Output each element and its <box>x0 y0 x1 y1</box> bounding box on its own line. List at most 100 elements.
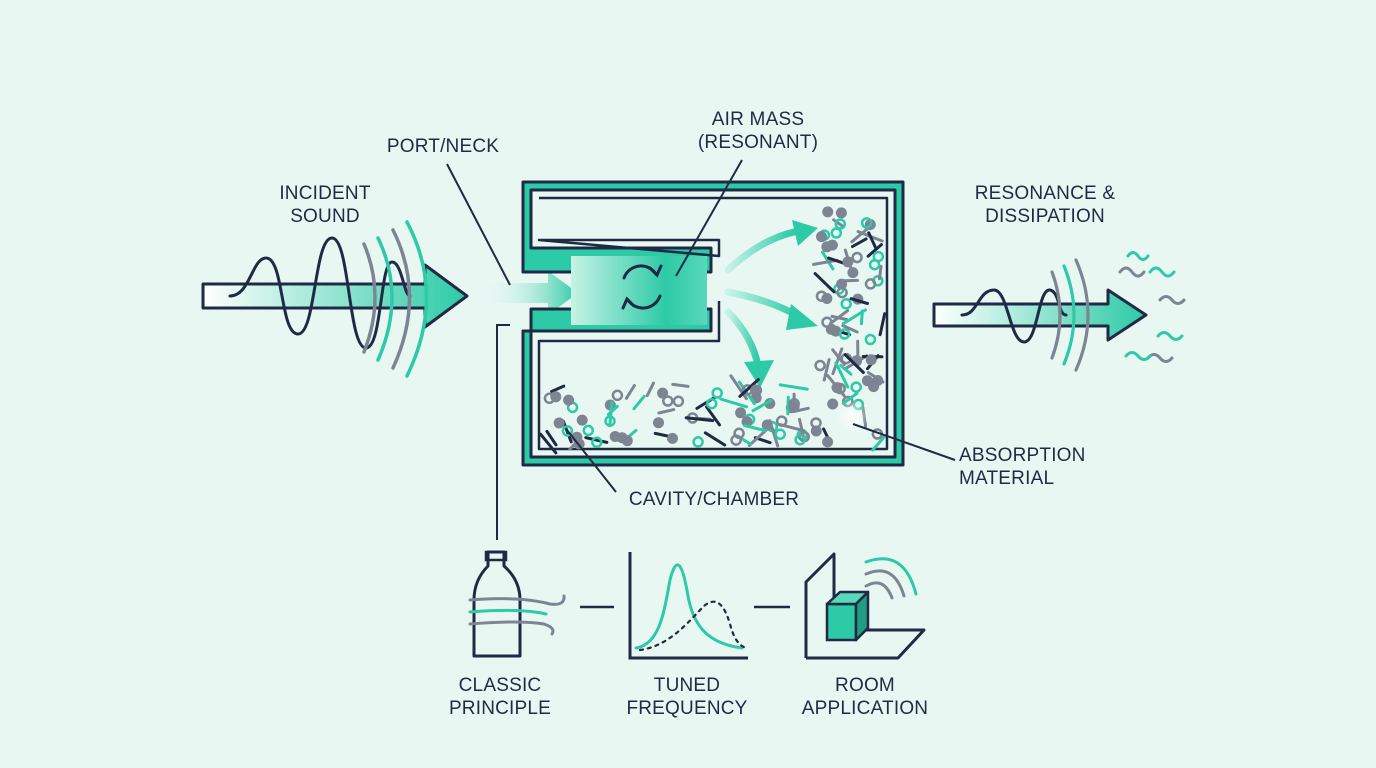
fiber-particle <box>836 278 848 290</box>
fiber-particle <box>840 298 852 310</box>
fiber-particle <box>584 436 609 444</box>
absorption-fibers <box>539 206 887 455</box>
fiber-particle <box>827 398 839 410</box>
fiber-particle <box>774 428 786 440</box>
fiber-particle <box>543 392 556 405</box>
fiber-particle <box>692 436 704 448</box>
fiber-particle <box>788 401 800 413</box>
absorption-label-line1: ABSORPTION <box>959 445 1086 466</box>
resonance-curve-icon <box>628 552 748 660</box>
output-arc-2 <box>1062 264 1076 366</box>
fiber-particle <box>834 361 850 389</box>
fiber-particle <box>834 218 847 230</box>
fiber-particle <box>738 380 756 406</box>
fiber-particle <box>850 381 862 393</box>
room-label-line2: APPLICATION <box>802 698 928 719</box>
fiber-particle <box>821 241 833 253</box>
fiber-particle <box>705 405 721 427</box>
fiber-particle <box>645 381 655 398</box>
fiber-particle <box>711 387 723 399</box>
room-corner-icon <box>804 552 926 660</box>
fiber-particle <box>616 432 628 444</box>
fiber-particle <box>545 429 558 447</box>
fiber-particle <box>838 328 851 340</box>
resonance-label-line1: RESONANCE & <box>975 183 1116 204</box>
fiber-particle <box>653 417 664 429</box>
incident-arc-3 <box>391 228 412 370</box>
incident-label-line2: SOUND <box>290 206 360 227</box>
tuned-label-line1: TUNED <box>654 675 720 696</box>
port-neck-leader-line <box>446 163 511 286</box>
fiber-particle <box>733 427 745 440</box>
fiber-particle <box>751 399 773 413</box>
absorption-leader-line <box>852 423 956 461</box>
fiber-particle <box>831 382 843 394</box>
fiber-particle <box>743 424 768 433</box>
cavity-leader-line <box>566 429 617 493</box>
air-mass-label-line2: (RESONANT) <box>698 132 818 153</box>
output-arrow <box>932 288 1148 342</box>
fiber-particle <box>871 435 886 452</box>
fiber-particle <box>632 394 646 411</box>
fiber-particle <box>761 419 773 431</box>
tuned-label-line2: FREQUENCY <box>626 698 747 719</box>
resonator-body <box>521 180 905 467</box>
fiber-particle <box>841 308 867 326</box>
fiber-particle <box>738 378 760 398</box>
fiber-particle <box>864 333 877 346</box>
fiber-particle <box>847 267 859 279</box>
fiber-particle <box>671 382 690 388</box>
output-arc-1 <box>1050 270 1062 360</box>
fiber-particle <box>561 425 574 437</box>
resonance-label-line2: DISSIPATION <box>985 206 1105 227</box>
port-neck-label: PORT/NECK <box>387 136 499 157</box>
port-inflow-arrow <box>482 271 578 315</box>
fiber-particle <box>822 206 834 218</box>
incident-wave-group <box>201 220 469 378</box>
bottom-connector-line <box>496 324 510 540</box>
fiber-particle <box>764 398 776 409</box>
fiber-particle <box>830 227 843 239</box>
absorption-label-line2: MATERIAL <box>959 468 1054 489</box>
room-label-line1: ROOM <box>835 675 895 696</box>
classic-label-line1: CLASSIC <box>459 675 542 696</box>
incident-arc-2 <box>376 236 394 362</box>
fiber-particle <box>813 272 836 294</box>
fiber-particle <box>539 432 558 455</box>
fiber-particle <box>864 278 877 290</box>
fiber-particle <box>815 290 828 302</box>
incident-arc-4 <box>405 220 429 378</box>
fiber-particle <box>624 384 636 400</box>
fiber-particle <box>611 389 624 402</box>
output-wave-group <box>932 251 1186 372</box>
fiber-particle <box>878 264 883 281</box>
fiber-particle <box>738 436 753 446</box>
fiber-particle <box>810 425 822 437</box>
fiber-particle <box>591 436 603 449</box>
fiber-particle <box>872 375 884 386</box>
fiber-particle <box>849 297 869 305</box>
fiber-particle <box>868 258 881 271</box>
fiber-particle <box>822 436 834 448</box>
output-sine-wave <box>960 288 1068 344</box>
fiber-particle <box>878 312 887 337</box>
fiber-particle <box>553 417 565 429</box>
fiber-particle <box>750 384 762 397</box>
fiber-particle <box>735 407 747 419</box>
fiber-particle <box>568 437 582 451</box>
fiber-particle <box>832 218 846 229</box>
fiber-particle <box>851 251 863 264</box>
fiber-particle <box>703 431 727 447</box>
fiber-particle <box>794 433 806 446</box>
absorption-glow <box>836 400 868 432</box>
fiber-particle <box>831 348 846 366</box>
fiber-particle <box>778 423 805 433</box>
fiber-particle <box>860 217 873 229</box>
fiber-particle <box>835 207 847 219</box>
fiber-particle <box>550 384 566 393</box>
fiber-particle <box>672 395 685 408</box>
fiber-particle <box>861 375 873 387</box>
fiber-particle <box>867 231 878 250</box>
fiber-particle <box>667 432 678 444</box>
